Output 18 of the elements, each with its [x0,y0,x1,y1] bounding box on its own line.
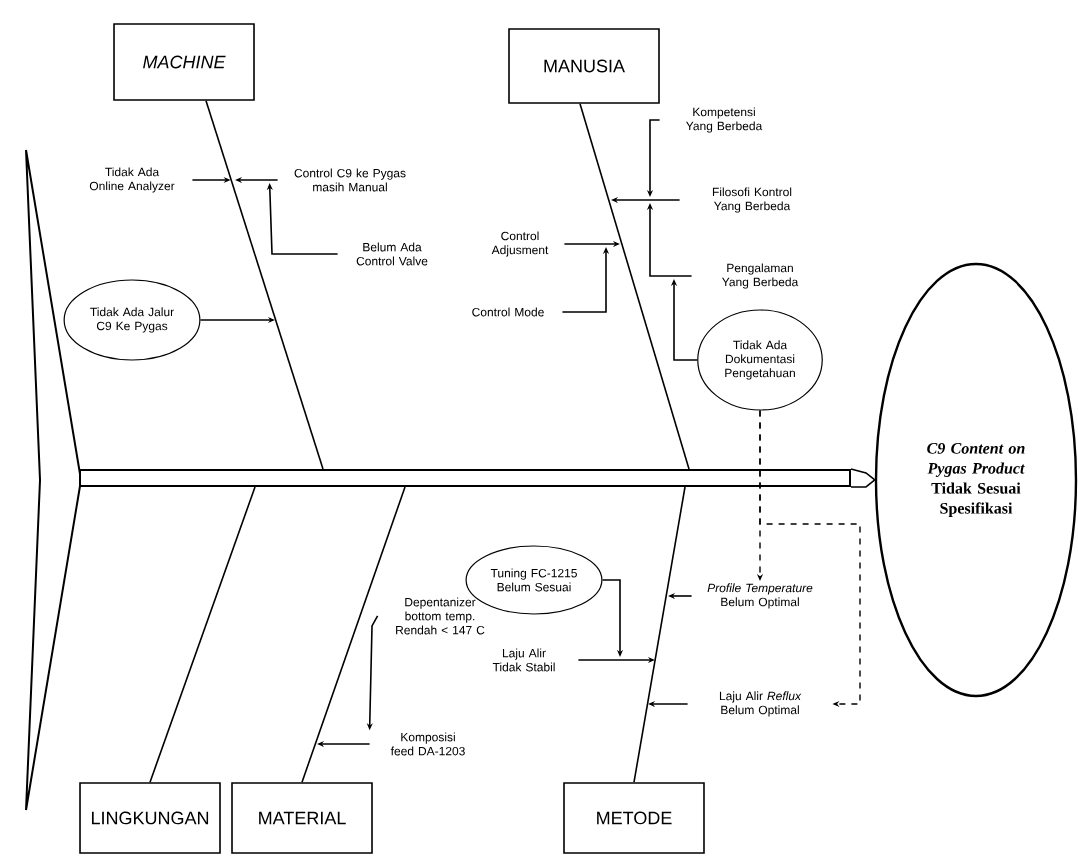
arrow [601,579,624,657]
arrow [266,183,339,255]
bone-line [579,103,690,470]
category-box: MACHINE [113,23,255,101]
dashed-arrow [759,409,861,708]
bone-line [205,100,324,470]
category-box: MATERIAL [231,782,373,854]
bone-line [301,486,406,783]
category-box: MANUSIA [508,28,660,104]
arrow [646,203,693,277]
spine-taper [850,468,876,488]
arrow [670,279,698,361]
fish-head: C9 Content on Pygas Product Tidak Sesuai Spesifikasi [874,262,1078,698]
category-box: LINGKUNGAN [79,782,221,854]
category-box: METODE [563,782,705,854]
bone-line [149,486,256,783]
bone-line [633,486,686,783]
fish-spine [79,469,851,487]
